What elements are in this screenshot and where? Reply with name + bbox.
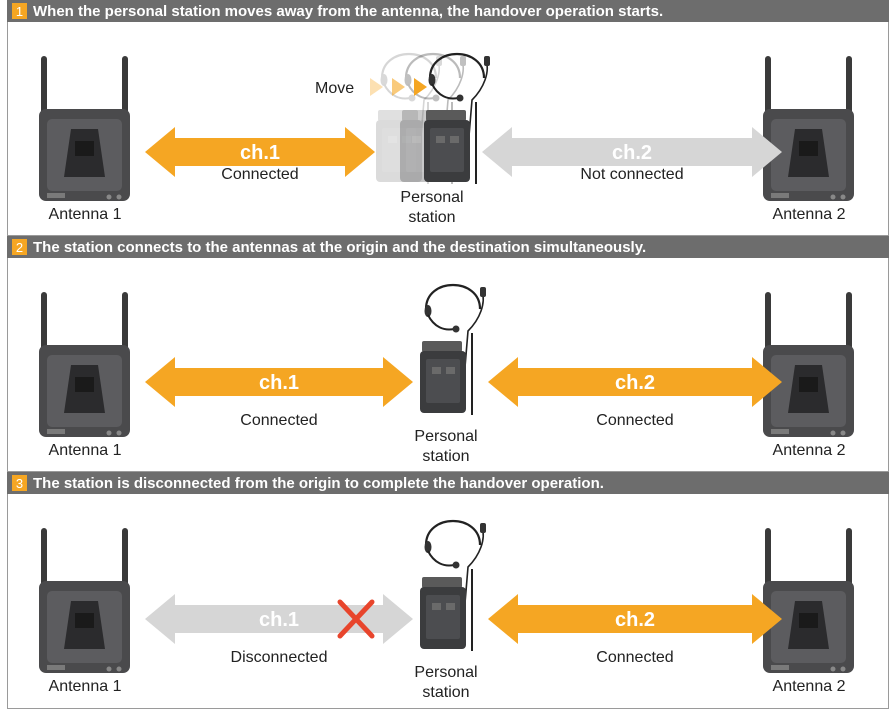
antenna-1-label: Antenna 1 — [49, 206, 122, 223]
ch2-status: Connected — [596, 649, 673, 666]
panel-header — [7, 472, 889, 494]
ch1-label: ch.1 — [259, 372, 299, 394]
antenna-2-label: Antenna 2 — [773, 678, 846, 695]
antenna-2-label: Antenna 2 — [773, 206, 846, 223]
move-label: Move — [315, 80, 354, 97]
panel-1: 1 When the personal station moves away fr… — [7, 0, 889, 236]
panel-3: 3 The station is disconnected from the or… — [7, 472, 889, 709]
panel-title: The station connects to the antennas at … — [33, 239, 646, 256]
move-arrow-icon — [370, 78, 383, 96]
ch2-label: ch.2 — [612, 142, 652, 164]
ch1-label: ch.1 — [259, 609, 299, 631]
ch1-arrow — [145, 127, 375, 177]
ch1-status: Connected — [221, 166, 298, 183]
panel-title: The station is disconnected from the ori… — [33, 475, 604, 492]
step-badge — [12, 3, 27, 19]
ch1-status: Connected — [240, 412, 317, 429]
step-number: 2 — [16, 240, 23, 255]
ch2-label: ch.2 — [615, 609, 655, 631]
ch2-status: Connected — [596, 412, 673, 429]
step-number: 1 — [16, 4, 23, 19]
step-badge — [12, 239, 27, 255]
ch1-status: Disconnected — [231, 649, 328, 666]
panel-2: 2 The station connects to the antennas at… — [7, 236, 889, 472]
move-arrow-icon — [414, 78, 427, 96]
station-label-line2: station — [422, 448, 469, 465]
station-label-line1: Personal — [400, 189, 463, 206]
ch1-arrow — [145, 357, 413, 407]
antenna-1-label: Antenna 1 — [49, 678, 122, 695]
ch2-status: Not connected — [580, 166, 683, 183]
station-label-line2: station — [422, 684, 469, 701]
antenna-1-label: Antenna 1 — [49, 442, 122, 459]
antenna-2-label: Antenna 2 — [773, 442, 846, 459]
panel-title: When the personal station moves away fro… — [33, 3, 663, 20]
ch2-arrow — [488, 594, 782, 644]
station-label-line1: Personal — [414, 428, 477, 445]
ch2-label: ch.2 — [615, 372, 655, 394]
ch2-arrow — [488, 357, 782, 407]
ch1-label: ch.1 — [240, 142, 280, 164]
ch2-arrow — [482, 127, 782, 177]
step-badge — [12, 475, 27, 491]
step-number: 3 — [16, 476, 23, 491]
panel-header — [7, 236, 889, 258]
station-label-line2: station — [408, 209, 455, 226]
station-label-line1: Personal — [414, 664, 477, 681]
panel-header — [7, 0, 889, 22]
disconnect-x-icon — [337, 599, 375, 639]
move-arrow-icon — [392, 78, 405, 96]
